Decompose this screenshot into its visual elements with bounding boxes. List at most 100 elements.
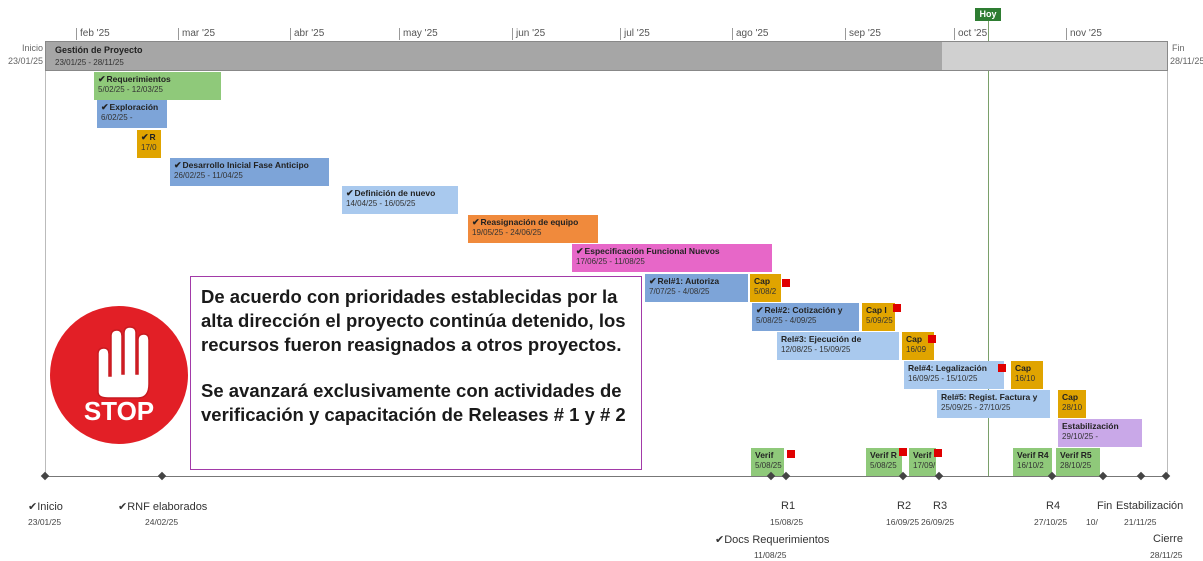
milestone-date: 15/08/25 — [770, 517, 804, 527]
task-title: Rel#4: Legalización — [908, 363, 987, 373]
red-flag-icon — [893, 304, 901, 312]
red-flag-icon — [928, 335, 936, 343]
month-nov: nov '25 — [1066, 28, 1102, 40]
check-icon: ✔ — [346, 188, 354, 198]
milestone-diamond[interactable] — [781, 471, 791, 481]
milestone-date: 23/01/25 — [28, 517, 62, 527]
task-bar[interactable]: ✔Rel#1: Autoriza 7/07/25 - 4/08/25 — [645, 274, 748, 302]
task-title: Requerimientos — [106, 74, 171, 84]
task-dates: 25/09/25 - 27/10/25 — [941, 403, 1011, 412]
task-bar[interactable]: ✔Requerimientos 5/02/25 - 12/03/25 — [94, 72, 221, 100]
task-bar[interactable]: Estabilización 29/10/25 - — [1058, 419, 1142, 447]
milestone-diamond[interactable] — [1161, 471, 1171, 481]
month-may: may '25 — [399, 28, 438, 40]
red-flag-icon — [899, 448, 907, 456]
task-dates: 17/0 — [141, 143, 157, 152]
check-icon: ✔ — [649, 276, 657, 286]
milestone-label: R2 — [897, 500, 912, 512]
verif-bar[interactable]: Verif R4 16/10/2 — [1013, 448, 1052, 476]
stop-sign-icon — [50, 306, 188, 444]
task-title: Rel#3: Ejecución de — [781, 334, 862, 344]
milestone-label: ✔Inicio — [28, 501, 63, 513]
milestone-label: ✔Docs Requerimientos — [715, 534, 830, 546]
milestone-diamond[interactable] — [157, 471, 167, 481]
task-bar[interactable]: ✔Definición de nuevo 14/04/25 - 16/05/25 — [342, 186, 458, 214]
milestone-date: 27/10/25 — [1034, 517, 1068, 527]
milestone-diamond[interactable] — [40, 471, 50, 481]
task-bar[interactable]: Rel#5: Regist. Factura y 25/09/25 - 27/1… — [937, 390, 1050, 418]
verif-dates: 17/09/ — [913, 461, 936, 470]
task-dates: 7/07/25 - 4/08/25 — [649, 287, 710, 296]
today-line — [988, 20, 989, 476]
milestone-date: 11/08/25 — [754, 550, 787, 560]
task-bar[interactable]: Cap I 5/09/25 — [862, 303, 895, 331]
verif-title: Verif R5 — [1060, 450, 1092, 460]
task-bar[interactable]: Cap 28/10 — [1058, 390, 1086, 418]
milestone-diamond[interactable] — [1136, 471, 1146, 481]
milestone-label: Cierre — [1153, 533, 1183, 545]
task-bar[interactable]: ✔Especificación Funcional Nuevos 17/06/2… — [572, 244, 772, 272]
task-bar[interactable]: ✔R 17/0 — [137, 130, 161, 158]
verif-bar[interactable]: Verif 17/09/ — [909, 448, 936, 476]
month-sep: sep '25 — [845, 28, 881, 40]
verif-title: Verif — [755, 450, 774, 460]
task-bar[interactable]: Cap 16/10 — [1011, 361, 1043, 389]
task-title: Definición de nuevo — [354, 188, 436, 198]
task-bar[interactable]: ✔Rel#2: Cotización y 5/08/25 - 4/09/25 — [752, 303, 859, 331]
task-bar[interactable]: ✔Desarrollo Inicial Fase Anticipo 26/02/… — [170, 158, 329, 186]
check-icon: ✔ — [98, 74, 106, 84]
notice-box: De acuerdo con prioridades establecidas … — [190, 276, 642, 470]
task-bar[interactable]: Rel#3: Ejecución de 12/08/25 - 15/09/25 — [777, 332, 899, 360]
milestone-diamond[interactable] — [1098, 471, 1108, 481]
task-dates: 16/10 — [1015, 374, 1036, 383]
check-icon: ✔ — [174, 160, 182, 170]
task-dates: 16/09 — [906, 345, 927, 354]
verif-bar[interactable]: Verif R5 28/10/25 — [1056, 448, 1100, 476]
task-title: Estabilización — [1062, 421, 1119, 431]
start-date: 23/01/25 — [8, 56, 44, 66]
task-bar[interactable]: Rel#4: Legalización 16/09/25 - 15/10/25 — [904, 361, 1004, 389]
summary-title: Gestión de Proyecto — [55, 45, 143, 55]
task-dates: 14/04/25 - 16/05/25 — [346, 199, 416, 208]
task-dates: 19/05/25 - 24/06/25 — [472, 228, 542, 237]
milestone-date: 16/09/25 — [886, 517, 920, 527]
milestone-date: 26/09/25 — [921, 517, 955, 527]
milestone-date: 10/ — [1086, 517, 1098, 527]
milestone-diamond[interactable] — [1047, 471, 1057, 481]
task-title: Cap I — [866, 305, 887, 315]
task-bar[interactable]: Cap 5/08/2 — [750, 274, 781, 302]
milestone-diamond[interactable] — [898, 471, 908, 481]
summary-bar-remaining — [942, 42, 1167, 70]
task-dates: 6/02/25 - — [101, 113, 133, 122]
notice-paragraph-2: Se avanzará exclusivamente con actividad… — [201, 380, 626, 425]
task-bar[interactable]: ✔Exploración 6/02/25 - — [97, 100, 167, 128]
task-title: Exploración — [109, 102, 159, 112]
milestone-date: 28/11/25 — [1150, 550, 1183, 560]
task-bar[interactable]: ✔Reasignación de equipo 19/05/25 - 24/06… — [468, 215, 598, 243]
task-dates: 5/09/25 — [866, 316, 893, 325]
right-frame-line — [1167, 71, 1168, 476]
month-jun: jun '25 — [512, 28, 545, 40]
month-jul: jul '25 — [620, 28, 650, 40]
notice-paragraph-1: De acuerdo con prioridades establecidas … — [201, 286, 626, 355]
check-icon: ✔ — [576, 246, 584, 256]
task-dates: 5/08/2 — [754, 287, 777, 296]
check-icon: ✔ — [141, 132, 149, 142]
verif-bar[interactable]: Verif 5/08/25 — [751, 448, 784, 476]
task-title: Rel#2: Cotización y — [764, 305, 843, 315]
milestone-label: Estabilización — [1116, 500, 1184, 512]
task-dates: 29/10/25 - — [1062, 432, 1099, 441]
summary-dates: 23/01/25 - 28/11/25 — [55, 58, 124, 67]
hand-icon — [97, 326, 150, 399]
verif-title: Verif R4 — [1017, 450, 1049, 460]
today-badge: Hoy — [975, 8, 1001, 21]
red-flag-icon — [934, 449, 942, 457]
task-title: Reasignación de equipo — [480, 217, 579, 227]
verif-bar[interactable]: Verif R 5/08/25 — [866, 448, 902, 476]
milestone-diamond[interactable] — [934, 471, 944, 481]
month-feb: feb '25 — [76, 28, 110, 40]
red-flag-icon — [787, 450, 795, 458]
task-title: Cap — [1062, 392, 1079, 402]
red-flag-icon — [782, 279, 790, 287]
task-dates: 28/10 — [1062, 403, 1083, 412]
